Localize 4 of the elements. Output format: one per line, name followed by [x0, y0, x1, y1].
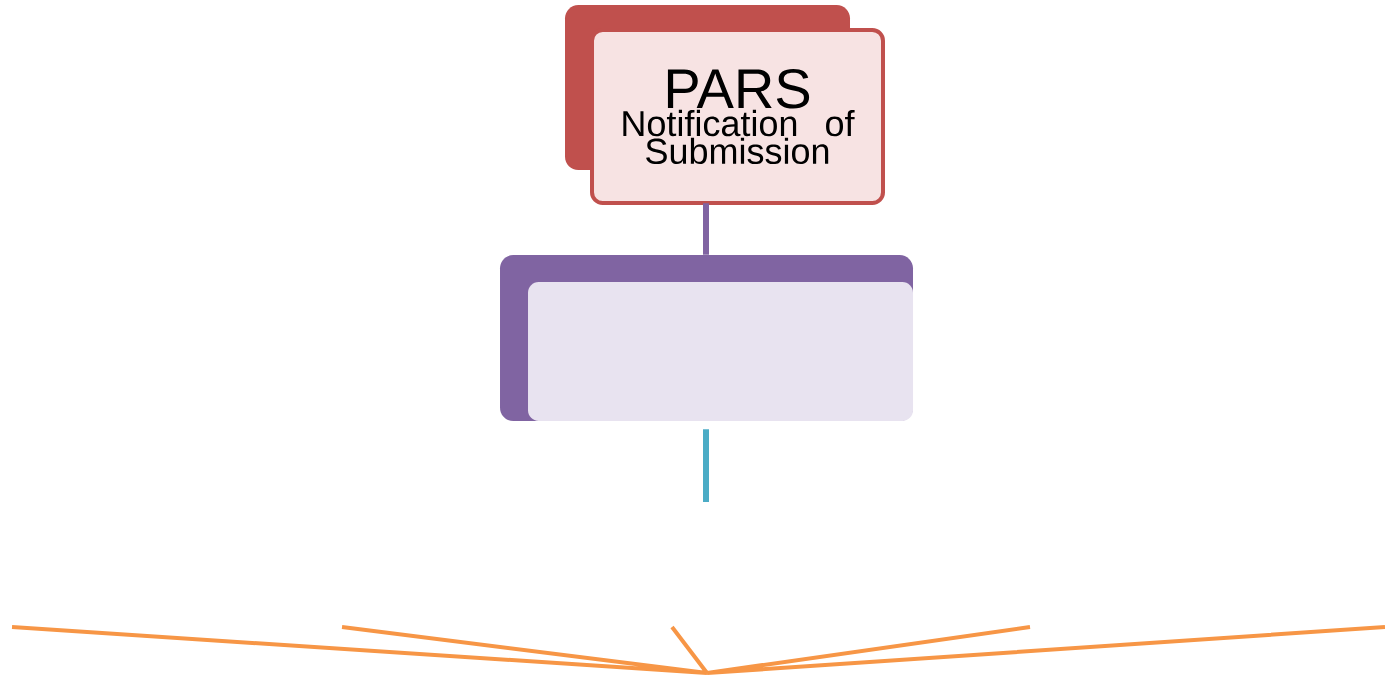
- empty-box: [500, 255, 913, 421]
- text-box: PARS Notification of Submission: [565, 5, 885, 205]
- connector-line: [703, 203, 709, 255]
- connector-line: [703, 429, 709, 502]
